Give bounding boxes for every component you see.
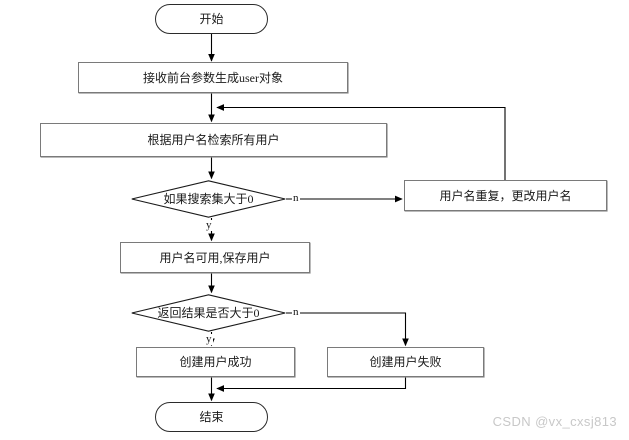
- node-start[interactable]: 开始: [155, 4, 268, 34]
- edge-label-return-no: n: [292, 306, 300, 318]
- diamond-shape-icon: [131, 294, 286, 332]
- node-create-success-label: 创建用户成功: [179, 355, 252, 369]
- node-duplicate-username-label: 用户名重复，更改用户名: [439, 188, 572, 203]
- node-save-user-label: 用户名可用,保存用户: [159, 250, 271, 265]
- diamond-shape-icon: [131, 180, 286, 218]
- node-end[interactable]: 结束: [155, 402, 268, 432]
- node-check-return-label: 返回结果是否大于0: [157, 306, 260, 320]
- node-create-failure-label: 创建用户失败: [369, 355, 442, 369]
- node-duplicate-username[interactable]: 用户名重复，更改用户名: [404, 180, 607, 211]
- node-save-user[interactable]: 用户名可用,保存用户: [120, 242, 310, 273]
- edge-label-return-yes: y: [205, 333, 213, 345]
- node-start-label: 开始: [199, 12, 224, 26]
- node-search-users-label: 根据用户名检索所有用户: [147, 133, 280, 147]
- node-end-label: 结束: [199, 410, 224, 424]
- node-receive-params-label: 接收前台参数生成user对象: [143, 70, 283, 85]
- node-check-return[interactable]: 返回结果是否大于0: [131, 294, 286, 332]
- edge-label-check-yes: y: [205, 219, 213, 231]
- edge-duplicate-back-to-search: [216, 104, 506, 180]
- node-check-result-set[interactable]: 如果搜索集大于0: [131, 180, 286, 218]
- edge-label-check-no: n: [292, 192, 300, 204]
- edge-return-no-to-failure: [286, 312, 409, 347]
- node-create-failure[interactable]: 创建用户失败: [327, 347, 484, 377]
- watermark: CSDN @vx_cxsj813: [492, 414, 617, 429]
- node-check-result-set-label: 如果搜索集大于0: [163, 192, 254, 206]
- edge-failure-to-merge: [216, 377, 407, 392]
- node-search-users[interactable]: 根据用户名检索所有用户: [40, 123, 387, 157]
- node-receive-params[interactable]: 接收前台参数生成user对象: [78, 62, 348, 93]
- node-create-success[interactable]: 创建用户成功: [136, 347, 295, 377]
